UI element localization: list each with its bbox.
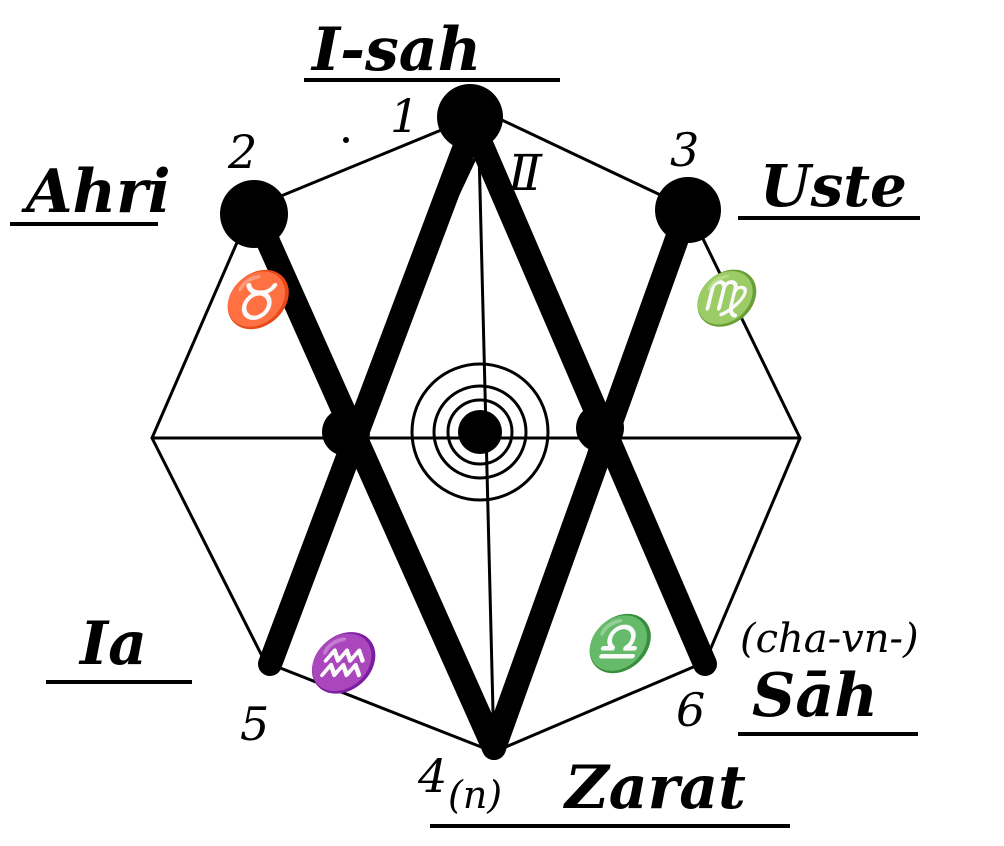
point-number-4: 4 (417, 749, 447, 803)
vertex-1-dot (437, 84, 503, 150)
thick-line-2-to-4 (242, 198, 506, 760)
center-ring-middle (432, 384, 528, 480)
point-number-3: 3 (670, 123, 699, 177)
point-number-6: 6 (676, 683, 705, 737)
thick-line-3-to-4 (482, 196, 700, 760)
center-dot (458, 410, 502, 454)
center-ring-inner (446, 398, 514, 466)
label-bottom: Zarat (563, 753, 746, 823)
label-top: I-sah (310, 15, 481, 85)
label-upper-right: Uste (760, 152, 907, 220)
left-crossing-node (322, 408, 370, 456)
label-lower-right-note: (cha-vn-) (740, 616, 919, 662)
taurus-sign-icon: ♉ (220, 268, 297, 331)
label-upper-left: Ahri (21, 157, 171, 227)
libra-sign-icon: ♎ (582, 612, 659, 675)
label-lower-right: Sāh (752, 661, 878, 731)
aquarius-sign-icon: ♒ (304, 631, 384, 696)
thick-line-1-to-6 (461, 113, 717, 676)
gemini-sign-icon: Ⅱ (507, 144, 543, 202)
thick-line-5-to-1 (258, 113, 485, 676)
point-number-5: 5 (240, 697, 269, 751)
vertex-2-dot (220, 180, 288, 248)
point-number-1: 1 (390, 89, 419, 143)
right-crossing-node (576, 404, 624, 452)
point-number-2: 2 (227, 125, 257, 179)
vertex-3-dot (655, 177, 721, 243)
small-mark-dot (343, 137, 349, 143)
center-ring-outer (410, 362, 550, 502)
virgo-sign-icon: ♍ (690, 268, 764, 329)
point-number-4-note: (n) (448, 773, 502, 817)
label-left: Ia (78, 609, 147, 679)
